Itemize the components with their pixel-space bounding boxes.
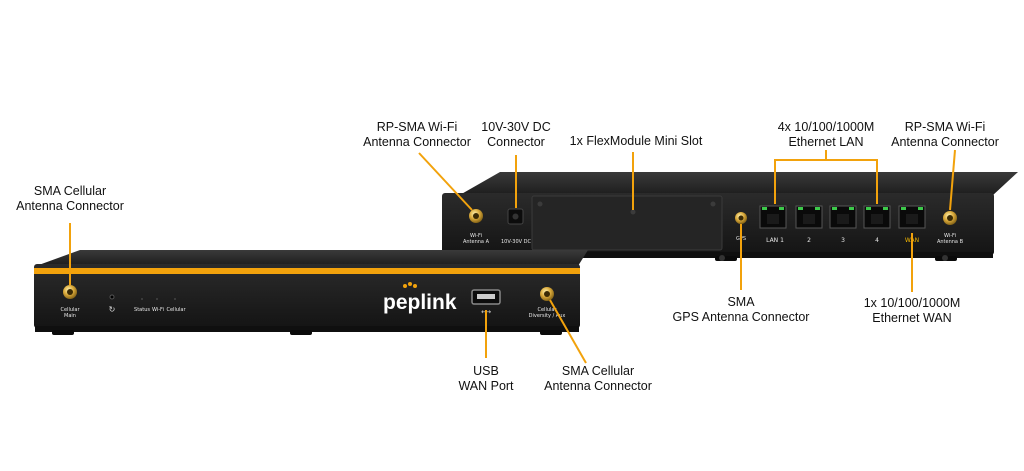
leader-lines — [69, 149, 956, 364]
leader-wifi-b — [949, 149, 956, 211]
cellular-aux-connector — [540, 287, 554, 301]
wifi-b-label-1: Wi-Fi — [944, 233, 956, 239]
led-wifi-label: Wi-Fi — [152, 307, 164, 313]
dc-label: 10V-30V DC — [501, 239, 532, 245]
rear-router — [442, 172, 1018, 261]
callout-sma-cellular-main: SMA Cellular Antenna Connector — [16, 184, 124, 213]
callout-lan-ports: 4x 10/100/1000M Ethernet LAN — [777, 120, 875, 149]
wifi-antenna-b-connector — [943, 211, 957, 225]
wifi-a-label-2: Antenna A — [463, 239, 490, 245]
dc-power-connector — [507, 208, 524, 225]
lan4-label: 4 — [875, 237, 879, 244]
callout-dc-connector: 10V-30V DC Connector — [481, 120, 551, 149]
front-router — [34, 250, 588, 335]
wifi-antenna-a-connector — [469, 209, 483, 223]
cell-aux-label-2: Diversity / Aux — [529, 313, 566, 319]
gps-antenna-connector — [735, 212, 747, 224]
peplink-logo: peplink — [383, 291, 457, 314]
callout-wan-port: 1x 10/100/1000M Ethernet WAN — [863, 296, 961, 325]
cellular-main-connector — [63, 285, 77, 299]
cell-main-label-1: Cellular — [60, 307, 80, 313]
wan-port — [898, 205, 926, 229]
wifi-a-label-1: Wi-Fi — [470, 233, 482, 239]
leader-cell-aux — [549, 299, 587, 364]
lan-port-1 — [759, 205, 787, 229]
reset-pinhole — [109, 294, 115, 300]
lan-port-2 — [795, 205, 823, 229]
leader-wifi-a — [418, 152, 473, 211]
wifi-b-label-2: Antenna B — [937, 239, 964, 245]
lan2-label: 2 — [807, 237, 811, 244]
callout-rpsma-wifi-a: RP-SMA Wi-Fi Antenna Connector — [363, 120, 471, 149]
callout-sma-cellular-aux: SMA Cellular Antenna Connector — [544, 364, 652, 393]
callout-flexmodule-slot: 1x FlexModule Mini Slot — [569, 134, 703, 148]
lan3-label: 3 — [841, 237, 845, 244]
lan1-label: LAN 1 — [766, 237, 784, 244]
lan-ports — [759, 205, 891, 229]
reset-icon: ↻ — [109, 305, 116, 314]
accent-stripe — [34, 268, 580, 274]
cell-main-label-2: Main — [64, 313, 76, 319]
lan-port-4 — [863, 205, 891, 229]
callout-rpsma-wifi-b: RP-SMA Wi-Fi Antenna Connector — [891, 120, 999, 149]
callout-gps: SMA GPS Antenna Connector — [672, 295, 810, 324]
callout-usb: USB WAN Port — [458, 364, 514, 393]
cell-aux-label-1: Cellular — [537, 307, 557, 313]
led-status-label: Status — [134, 307, 150, 313]
lan-port-3 — [829, 205, 857, 229]
led-cellular-label: Cellular — [166, 307, 186, 313]
peplink-logo-dots — [403, 282, 417, 288]
